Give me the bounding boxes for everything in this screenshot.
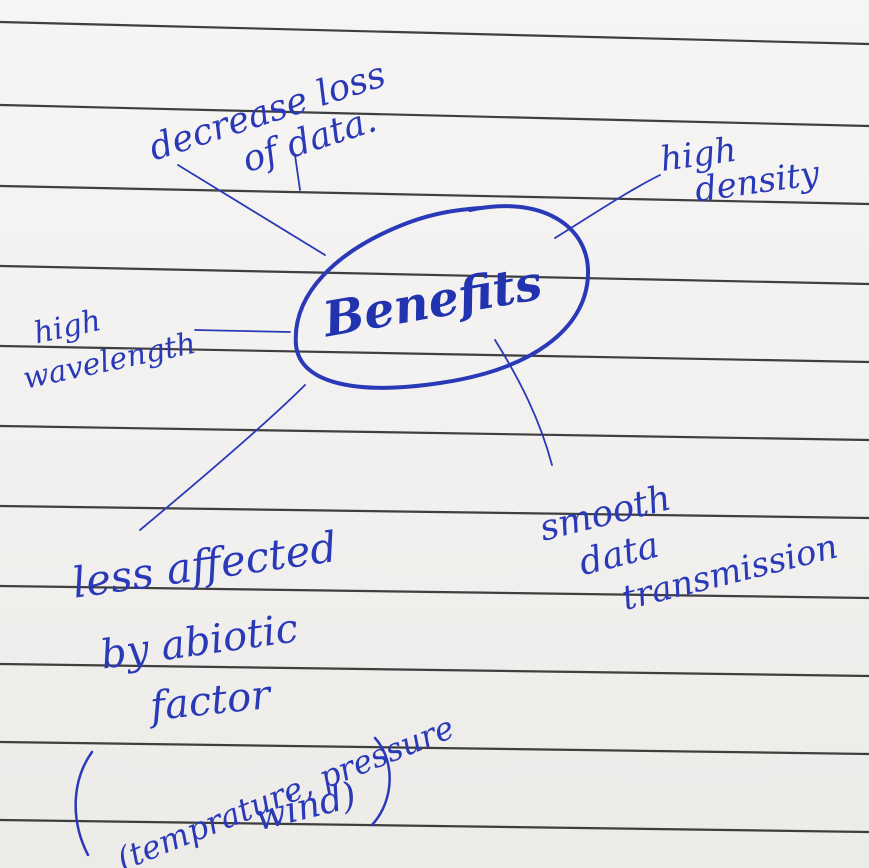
connector-top-left [177, 164, 326, 256]
label-bottom-left-line1: less affected [69, 522, 340, 608]
center-ellipse [293, 204, 591, 390]
label-bottom-left-line4: (temprature, pressure [112, 708, 460, 868]
label-left-line1: high [31, 303, 104, 351]
right-parenthesis [370, 736, 391, 827]
label-group-top-right: high density [658, 130, 823, 211]
label-group-bottom-left: less affected by abiotic factor (temprat… [69, 522, 459, 868]
label-group-left: high wavelength [20, 303, 199, 396]
label-bottom-left-line3: factor [145, 672, 275, 731]
label-group-bottom-right: smooth data transmission [536, 477, 842, 618]
connector-bottom-left [139, 384, 306, 531]
connector-bottom-right [494, 339, 553, 466]
connector-top-right [554, 174, 661, 239]
center-label: Benefits [317, 255, 546, 349]
connector-top-left-tick [294, 154, 301, 191]
left-parenthesis [74, 750, 94, 857]
ruled-lines [0, 20, 869, 834]
connector-left [194, 329, 291, 333]
label-group-top-left: decrease loss of data. [144, 54, 390, 181]
